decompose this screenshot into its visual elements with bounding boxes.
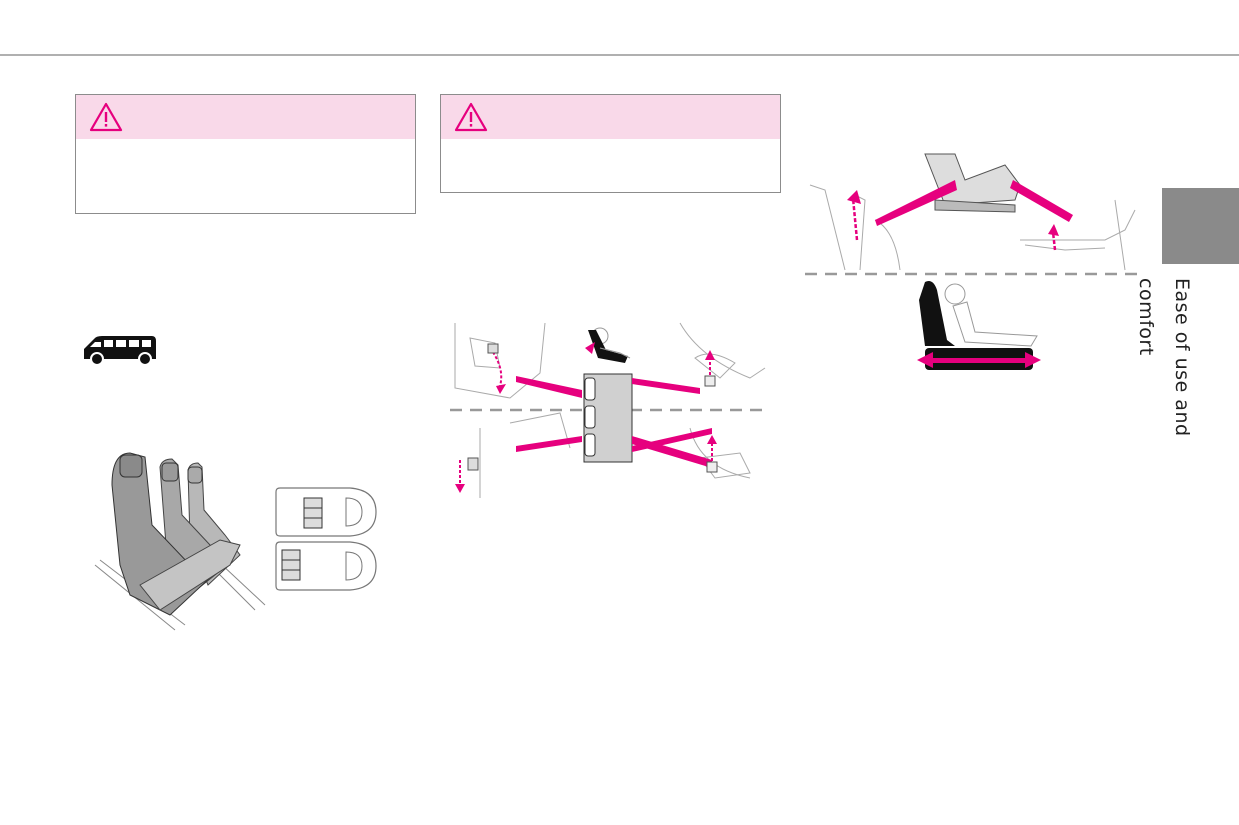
- seat-slide-diagram: [805, 153, 1143, 370]
- section-label: Ease of use and comfort: [1135, 278, 1193, 437]
- header-rule: [0, 54, 1239, 56]
- van-top-view-diagrams: [275, 487, 377, 591]
- bench-seat-illustration: [94, 452, 266, 631]
- van-icon: [84, 336, 156, 366]
- warning-triangle-icon: [89, 102, 123, 132]
- seat-release-diagram: [450, 322, 768, 498]
- warning-header: [441, 95, 780, 139]
- section-tab[interactable]: [1162, 188, 1239, 264]
- warning-box-2: [440, 94, 781, 193]
- warning-box-1: [75, 94, 416, 214]
- warning-triangle-icon: [454, 102, 488, 132]
- warning-header: [76, 95, 415, 139]
